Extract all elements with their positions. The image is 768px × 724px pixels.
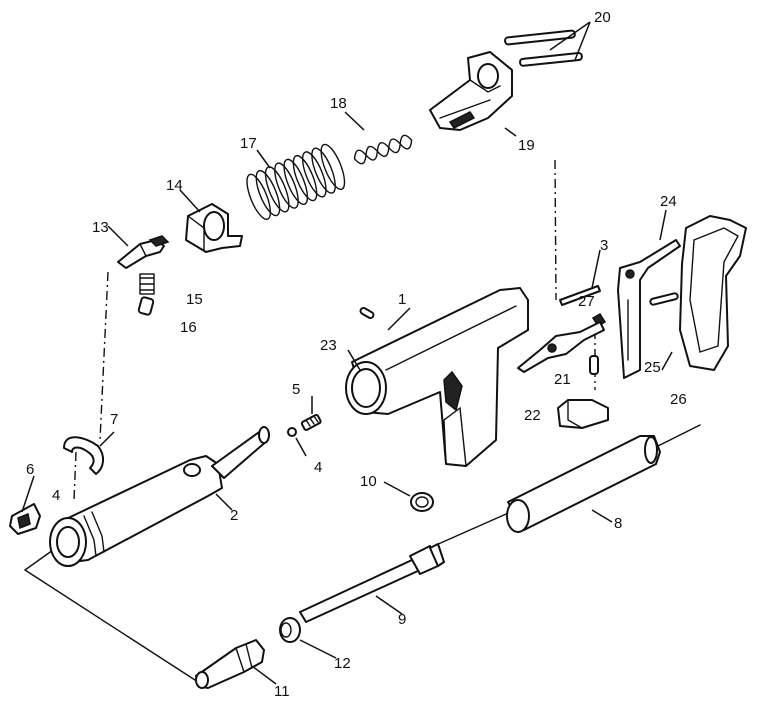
callout-11: 11 <box>274 683 290 700</box>
part-10-ring <box>410 492 434 512</box>
callout-5: 5 <box>292 381 300 398</box>
callout-25: 25 <box>644 359 661 376</box>
part-20-pins <box>504 29 583 67</box>
callout-13: 13 <box>92 219 109 236</box>
part-14-bracket <box>185 203 243 253</box>
callout-6: 6 <box>26 461 34 478</box>
callout-24: 24 <box>660 193 677 210</box>
part-2-barrel <box>49 426 270 567</box>
callout-19: 19 <box>518 137 535 154</box>
callout-14: 14 <box>166 177 183 194</box>
part-17-spring <box>246 143 346 220</box>
callout-23: 23 <box>320 337 337 354</box>
part-7-ring <box>63 436 104 475</box>
callout-7: 7 <box>110 411 118 428</box>
part-1-body <box>345 287 529 467</box>
part-25-pin <box>649 292 679 306</box>
callout-3: 3 <box>600 237 608 254</box>
part-15-spring <box>139 273 155 295</box>
callout-15: 15 <box>186 291 203 308</box>
part-26-handle <box>679 215 747 371</box>
part-21-spring-clip <box>589 355 599 375</box>
part-8-cylinder <box>506 435 661 533</box>
part-4-ball-right <box>287 427 297 437</box>
callout-26: 26 <box>670 391 687 408</box>
part-12-ring <box>279 617 301 643</box>
part-13-firing-pin <box>117 235 170 269</box>
callout-4-right: 4 <box>314 459 322 476</box>
leader-lines <box>21 21 673 685</box>
callout-10: 10 <box>360 473 377 490</box>
callout-27: 27 <box>578 293 595 310</box>
part-5-screw <box>300 413 322 431</box>
callout-18: 18 <box>330 95 347 112</box>
part-22-block <box>557 399 609 429</box>
callout-labels: 1 2 3 4 4 5 6 7 8 9 10 11 12 13 14 15 16… <box>26 9 687 700</box>
callout-21: 21 <box>554 371 571 388</box>
part-6-clip <box>9 503 41 535</box>
part-24-lever <box>617 239 681 379</box>
part-16-plug <box>137 296 155 316</box>
callout-9: 9 <box>398 611 406 628</box>
callout-12: 12 <box>334 655 351 672</box>
part-18-spring <box>353 134 413 165</box>
part-21-lever <box>517 321 605 373</box>
part-19-yoke <box>429 51 513 131</box>
callout-20: 20 <box>594 9 611 26</box>
callout-1: 1 <box>398 291 406 308</box>
callout-8: 8 <box>614 515 622 532</box>
callout-17: 17 <box>240 135 257 152</box>
callout-4-left: 4 <box>52 487 60 504</box>
callout-2: 2 <box>230 507 238 524</box>
callout-22: 22 <box>524 407 541 424</box>
part-9-rod <box>299 543 445 623</box>
part-3-pin <box>559 285 601 306</box>
part-11-tip <box>195 639 265 689</box>
callout-16: 16 <box>180 319 197 336</box>
